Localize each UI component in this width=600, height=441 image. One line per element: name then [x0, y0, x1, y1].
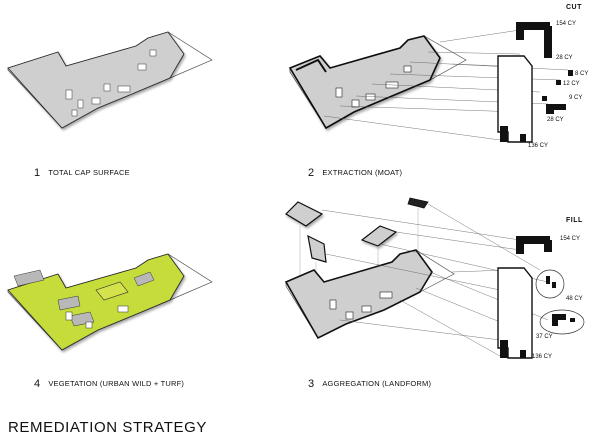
page-title: REMEDIATION STRATEGY	[8, 419, 207, 436]
panel-caption-2: 2 EXTRACTION (MOAT)	[308, 167, 402, 179]
panel-label-1: TOTAL CAP SURFACE	[48, 168, 130, 177]
fill-quantity: 154 CY	[560, 236, 581, 242]
panel-caption-1: 1 TOTAL CAP SURFACE	[34, 167, 130, 179]
panel-label-4: VEGETATION (URBAN WILD + TURF)	[48, 379, 185, 388]
cut-quantity: 28 CY	[556, 55, 573, 61]
fill-quantity: 37 CY	[536, 334, 553, 340]
panel-number-4: 4	[34, 378, 41, 390]
fill-quantity: 136 CY	[532, 354, 553, 360]
vegetation-plan	[7, 253, 213, 351]
cut-quantity: 154 CY	[556, 21, 577, 27]
panel-number-2: 2	[308, 167, 315, 179]
panel-label-3: AGGREGATION (LANDFORM)	[322, 379, 432, 388]
fill-volumes	[497, 236, 585, 359]
cut-quantity: 8 CY	[575, 71, 589, 77]
cut-quantity: 136 CY	[528, 143, 549, 149]
panel-caption-4: 4 VEGETATION (URBAN WILD + TURF)	[34, 378, 184, 390]
aggregation-plan	[284, 197, 549, 357]
cut-quantity: 9 CY	[569, 95, 583, 101]
panel-number-3: 3	[308, 378, 315, 390]
cap-surface-plan	[7, 31, 213, 129]
extraction-plan	[288, 29, 569, 141]
fill-heading: FILL	[566, 217, 583, 224]
panel-caption-3: 3 AGGREGATION (LANDFORM)	[308, 378, 431, 390]
cut-quantity: 12 CY	[563, 81, 580, 87]
cut-volumes	[497, 22, 573, 143]
panel-label-2: EXTRACTION (MOAT)	[322, 168, 403, 177]
cut-quantity: 28 CY	[547, 117, 564, 123]
fill-quantity: 48 CY	[566, 296, 583, 302]
panel-number-1: 1	[34, 167, 41, 179]
cut-heading: CUT	[566, 4, 582, 11]
